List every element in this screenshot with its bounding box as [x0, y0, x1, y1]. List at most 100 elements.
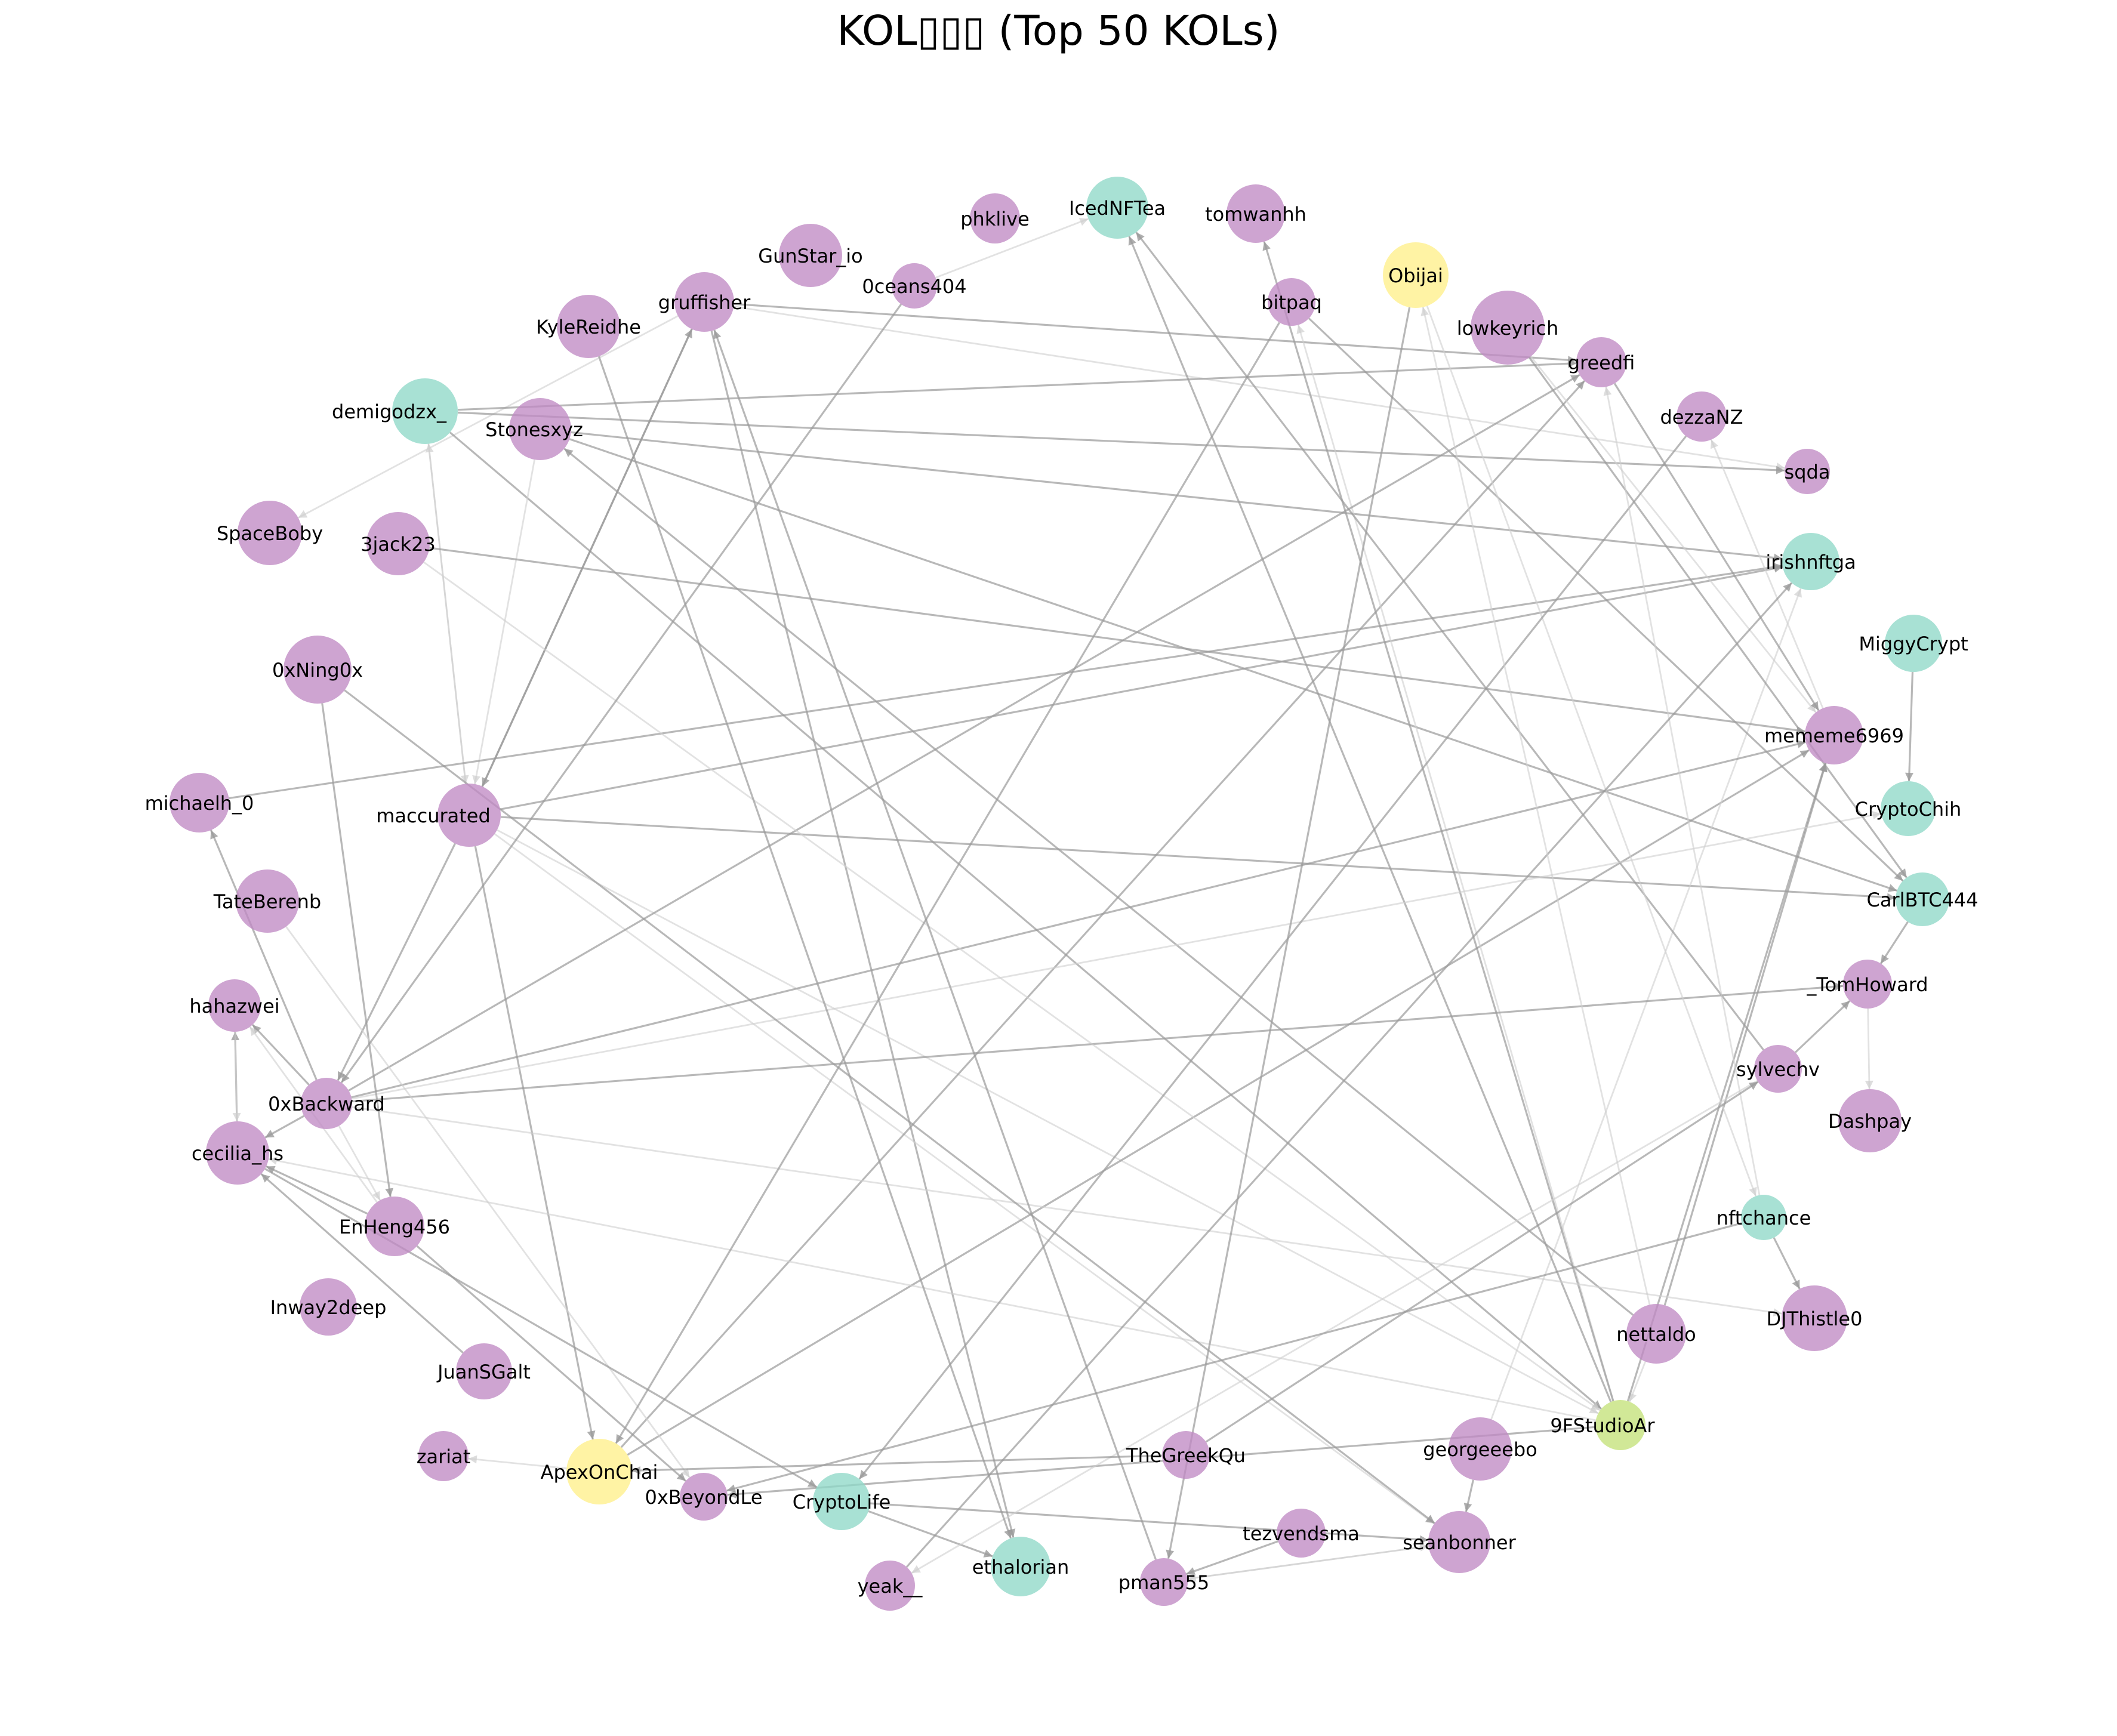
- node-label-hahazwei: hahazwei: [189, 995, 279, 1017]
- node-label-nettaldo: nettaldo: [1616, 1323, 1696, 1346]
- node-label-cryptochih: CryptoChih: [1855, 798, 1962, 821]
- node-label-djthistle0: DJThistle0: [1767, 1308, 1863, 1330]
- node-nftchance: [1741, 1195, 1786, 1240]
- arrowhead-carlbtc444-to-tomhoward: [1881, 954, 1889, 964]
- arrowhead-demigodzx-to-sqda: [1776, 465, 1785, 474]
- edge-0ceans404-to-0xbackward: [340, 303, 902, 1084]
- edge-seanbonner-to-pman555: [1187, 1545, 1429, 1580]
- node-label-thegreekqu: TheGreekQu: [1126, 1444, 1246, 1467]
- arrowhead-nettaldo-to-obijai: [1420, 307, 1429, 316]
- node-demigodzx: [392, 378, 458, 444]
- node-sqda: [1785, 449, 1830, 494]
- arrowhead-sylvechv-to-icednftea: [1136, 232, 1145, 242]
- node-label-bitpaq: bitpaq: [1261, 291, 1322, 314]
- arrowhead-maccurated-to-0xbackward: [338, 1071, 346, 1081]
- node-label-gunstar-io: GunStar_io: [758, 245, 862, 267]
- node-0xbackward: [301, 1078, 352, 1129]
- arrowhead-obijai-to-nftchance: [1749, 1186, 1757, 1197]
- arrowhead-0ceans404-to-0xbackward: [341, 1073, 350, 1083]
- node-label-icednftea: IcedNFTea: [1069, 197, 1166, 220]
- edge-demigodzx-to-9fstudioar: [449, 431, 1603, 1410]
- arrowhead-michaelh-0-to-irishnftga: [1773, 563, 1783, 572]
- edge-obijai-to-pman555: [1167, 307, 1411, 1559]
- arrowhead-stonesxyz-to-carlbtc444: [1887, 884, 1897, 892]
- arrowhead-0xbackward-to-cryptochih: [1872, 811, 1881, 819]
- arrowhead-demigodzx-to-greedfi: [1567, 359, 1577, 368]
- arrowhead-cryptolife-to-seanbonner: [1419, 1535, 1429, 1544]
- arrowhead-0xbackward-to-tomhoward: [1834, 982, 1844, 991]
- edge-sylvechv-to-yeak: [911, 1080, 1758, 1574]
- arrowhead-georgeeebo-to-irishnftga: [1794, 588, 1802, 598]
- node-michaelh-0: [170, 773, 229, 832]
- node-seanbonner: [1428, 1511, 1490, 1573]
- edge-juansgalt-to-cecilia-hs: [260, 1173, 464, 1354]
- node-label-obijai: Obijai: [1388, 264, 1443, 287]
- edge-sylvechv-to-tomhoward: [1794, 1000, 1851, 1053]
- node-gruffisher: [674, 272, 734, 332]
- edge-9fstudioar-to-icednftea: [1128, 236, 1612, 1402]
- edge-obijai-to-nftchance: [1426, 306, 1757, 1197]
- edge-maccurated-to-demigodzx: [427, 443, 467, 784]
- node-label-pman555: pman555: [1118, 1571, 1209, 1594]
- node-label-mememe6969: mememe6969: [1764, 724, 1904, 747]
- arrowhead-juansgalt-to-cecilia-hs: [261, 1174, 270, 1183]
- edge-mememe6969-to-dezzanz: [1710, 439, 1824, 709]
- node-cryptochih: [1881, 781, 1936, 836]
- arrowhead-cryptolife-to-ethalorian: [983, 1549, 993, 1558]
- node-label-0xbeyondle: 0xBeyondLe: [645, 1486, 763, 1509]
- edge-pman555-to-gruffisher: [713, 329, 1157, 1560]
- node-label-tomhoward: _TomHoward: [1806, 973, 1928, 996]
- arrowhead-enheng456-to-hahazwei: [249, 1026, 258, 1037]
- node-label-georgeeebo: georgeeebo: [1423, 1438, 1537, 1461]
- edge-gruffisher-to-sqda: [734, 306, 1785, 469]
- arrowhead-9fstudioar-to-icednftea: [1128, 236, 1136, 246]
- edge-miggycrypt-to-cryptochih: [1908, 671, 1914, 782]
- node-cryptolife: [813, 1473, 870, 1530]
- arrowhead-kylereidhe-to-ethalorian: [1004, 1529, 1012, 1538]
- node-apexonchai: [566, 1439, 632, 1504]
- arrowhead-nettaldo-to-stonesxyz: [564, 448, 574, 458]
- edge-0ceans404-to-icednftea: [935, 218, 1089, 279]
- node-label-miggycrypt: MiggyCrypt: [1859, 633, 1968, 655]
- edge-maccurated-to-carlbtc444: [500, 816, 1896, 899]
- node-djthistle0: [1782, 1285, 1847, 1351]
- node-label-greedfi: greedfi: [1568, 351, 1635, 374]
- arrowhead-georgeeebo-to-seanbonner: [1463, 1503, 1472, 1512]
- arrowhead-apexonchai-to-greedfi: [1576, 381, 1585, 390]
- edge-0xbackward-to-michaelh-0: [209, 830, 318, 1081]
- edge-nettaldo-to-obijai: [1422, 307, 1651, 1305]
- node-label-dashpay: Dashpay: [1828, 1110, 1912, 1133]
- edge-3jack23-to-mememe6969: [429, 547, 1805, 733]
- arrowhead-hahazwei-to-cecilia-hs: [232, 1112, 241, 1122]
- node-pman555: [1140, 1558, 1188, 1606]
- node-maccurated: [437, 784, 501, 847]
- node-irishnftga: [1782, 533, 1839, 590]
- edge-thegreekqu-to-sylvechv: [1205, 1081, 1759, 1443]
- node-label-zariat: zariat: [417, 1445, 471, 1468]
- edge-0xbackward-to-hahazwei: [251, 1023, 310, 1086]
- node-tateberenb: [236, 869, 299, 933]
- node-label-nftchance: nftchance: [1717, 1207, 1811, 1229]
- arrowhead-thegreekqu-to-sylvechv: [1748, 1081, 1758, 1090]
- arrowhead-0xbackward-to-djthistle0: [1773, 1308, 1782, 1317]
- node-label-enheng456: EnHeng456: [339, 1216, 450, 1238]
- arrowhead-obijai-to-pman555: [1166, 1549, 1175, 1559]
- edge-0xbackward-to-mememe6969: [351, 741, 1806, 1099]
- arrowhead-3jack23-to-9fstudioar: [1591, 1402, 1600, 1411]
- edge-enheng456-to-0xbeyondle: [416, 1245, 686, 1482]
- edge-nftchance-to-0xbeyondle: [726, 1222, 1742, 1492]
- arrowhead-yeak-to-irishnftga: [1783, 582, 1792, 592]
- edge-lowkeyrich-to-carlbtc444: [1529, 357, 1908, 878]
- edge-maccurated-to-seanbonner: [494, 833, 1435, 1525]
- arrowhead-maccurated-to-apexonchai: [587, 1430, 596, 1440]
- node-3jack23: [366, 512, 430, 575]
- edge-apexonchai-to-zariat: [468, 1457, 567, 1469]
- node-bitpaq: [1268, 278, 1315, 326]
- arrowhead-cecilia-hs-to-cryptolife: [807, 1479, 817, 1488]
- node-inway2deep: [300, 1278, 357, 1336]
- node-label-inway2deep: Inway2deep: [270, 1296, 387, 1319]
- arrowhead-tezvendsma-to-pman555: [1186, 1567, 1196, 1575]
- edge-nftchance-to-greedfi: [1605, 387, 1761, 1195]
